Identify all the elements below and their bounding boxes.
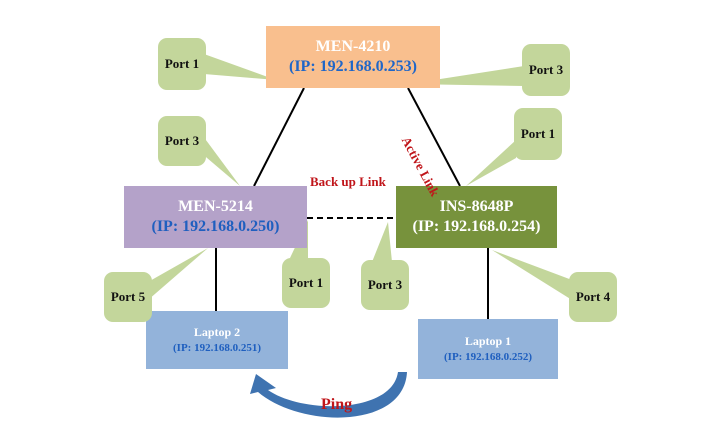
device-name: INS-8648P (439, 198, 514, 215)
port-callout-tail (466, 140, 516, 186)
ins8648p-device: INS-8648P (IP: 192.168.0.254) (396, 186, 557, 248)
ping-label: Ping (321, 396, 353, 413)
device-name: MEN-5214 (178, 198, 253, 215)
ins8648p-box (396, 186, 557, 248)
ping-arrow (250, 372, 407, 418)
port-callout-body (158, 38, 206, 90)
men4210-device: MEN-4210 (IP: 192.168.0.253) (266, 26, 440, 88)
port-callout-body (522, 44, 570, 96)
active-link-men4210-ins8648p (407, 87, 461, 187)
device-name: MEN-4210 (315, 38, 391, 55)
port-callout-body (514, 108, 562, 160)
men5214-port5-label: Port 5 (110, 289, 146, 304)
device-ip: (IP: 192.168.0.252) (444, 351, 532, 363)
port-callout-tail (492, 250, 572, 300)
men5214-port1-label: Port 1 (288, 275, 324, 290)
men4210-port1-label: Port 1 (164, 56, 200, 71)
link-men4210-men5214 (253, 87, 305, 187)
port-callout-tail (372, 222, 392, 262)
device-ip: (IP: 192.168.0.251) (173, 342, 261, 354)
ins8648p-port4-label: Port 4 (575, 289, 611, 304)
port-callout-body (104, 272, 152, 322)
device-ip: (IP: 192.168.0.250) (151, 218, 280, 235)
men5214-port3-label: Port 3 (164, 133, 200, 148)
laptop1-box (418, 319, 558, 379)
port-callout-body (361, 260, 409, 310)
device-ip: (IP: 192.168.0.254) (412, 218, 541, 235)
men5214-box (124, 186, 307, 248)
port-callout-body (282, 258, 330, 308)
laptop2-box (146, 311, 288, 369)
laptop2-device: Laptop 2 (IP: 192.168.0.251) (146, 311, 288, 369)
ins8648p-port3-label: Port 3 (367, 277, 403, 292)
men4210-port3-label: Port 3 (528, 62, 564, 77)
port-callout-tail (148, 248, 208, 300)
port-callout-tail (200, 132, 240, 186)
laptop1-device: Laptop 1 (IP: 192.168.0.252) (418, 319, 558, 379)
backup-link-label: Back up Link (310, 174, 386, 189)
port-callout-tail (204, 54, 276, 80)
men5214-device: MEN-5214 (IP: 192.168.0.250) (124, 186, 307, 248)
port-callout-body (569, 272, 617, 322)
men4210-box (266, 26, 440, 88)
device-ip: (IP: 192.168.0.253) (289, 58, 417, 75)
device-name: Laptop 1 (464, 334, 512, 348)
port-callout-body (158, 116, 206, 166)
ins8648p-port1-label: Port 1 (520, 126, 556, 141)
device-name: Laptop 2 (193, 325, 241, 339)
